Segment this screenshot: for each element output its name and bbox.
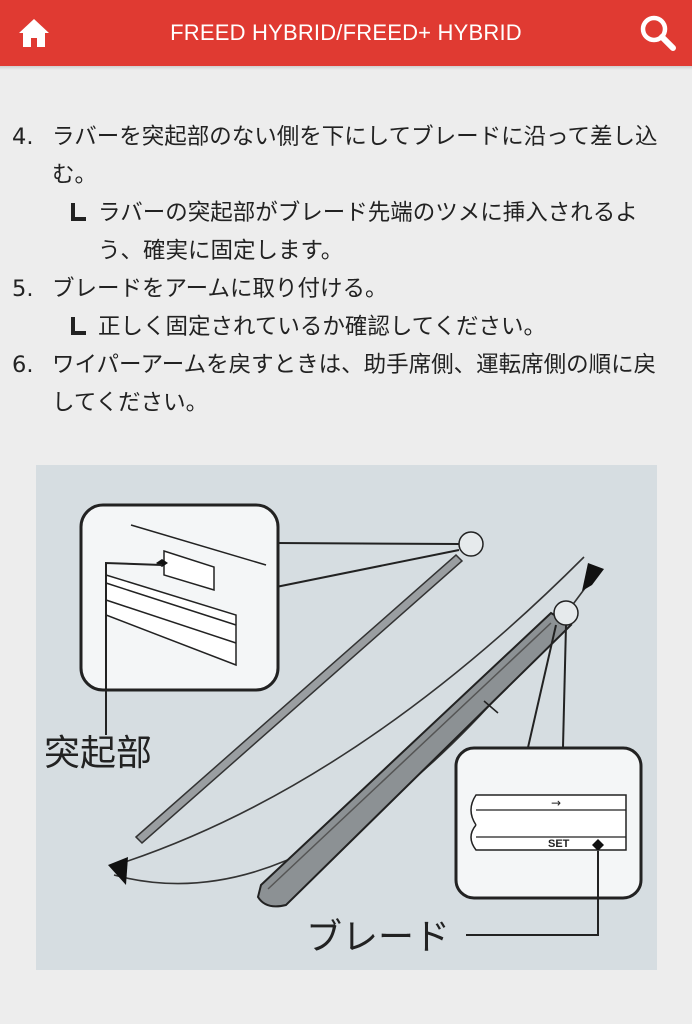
wiper-blade xyxy=(256,611,573,908)
note-text: ラバーの突起部がブレード先端のツメに挿入されるよう、確実に固定します。 xyxy=(98,200,638,264)
home-button[interactable] xyxy=(0,0,68,66)
note-text: 正しく固定されているか確認してください。 xyxy=(98,314,546,340)
step-text: ラバーを突起部のない側を下にしてブレードに沿って差し込む。 xyxy=(52,124,658,188)
step-text: ブレードをアームに取り付ける。 xyxy=(52,276,388,302)
search-icon xyxy=(640,15,676,51)
step-5-note: 正しく固定されているか確認してください。 xyxy=(0,308,670,346)
home-icon xyxy=(19,19,49,47)
step-number: 5. xyxy=(12,276,34,302)
rubber-strip xyxy=(134,553,464,845)
search-button[interactable] xyxy=(624,0,692,66)
set-mark: SET xyxy=(548,838,570,850)
blade-lock-detail-inset: → SET xyxy=(454,746,643,900)
wiper-blade-illustration: 突起部 → SET ブレード xyxy=(36,465,657,970)
arrow-mark: → xyxy=(551,796,561,810)
step-6: 6. ワイパーアームを戻すときは、助手席側、運転席側の順に戻してください。 xyxy=(0,346,672,422)
note-arrow-icon xyxy=(71,203,86,221)
step-4-note: ラバーの突起部がブレード先端のツメに挿入されるよう、確実に固定します。 xyxy=(0,194,670,270)
step-text: ワイパーアームを戻すときは、助手席側、運転席側の順に戻してください。 xyxy=(52,352,657,416)
step-number: 4. xyxy=(12,124,34,150)
header-shadow xyxy=(0,66,692,70)
step-5: 5. ブレードをアームに取り付ける。 xyxy=(0,270,672,308)
app-header: FREED HYBRID/FREED+ HYBRID xyxy=(0,0,692,66)
protrusion-label: 突起部 xyxy=(44,733,152,774)
illustration-svg: 突起部 → SET ブレード xyxy=(44,503,643,958)
callout-circle-top xyxy=(458,531,484,557)
blade-label: ブレード xyxy=(306,917,450,958)
callout-circle-blade xyxy=(553,600,579,626)
page-title: FREED HYBRID/FREED+ HYBRID xyxy=(170,20,522,45)
protrusion-detail-inset xyxy=(79,503,280,692)
step-number: 6. xyxy=(12,352,34,378)
instructions: 4. ラバーを突起部のない側を下にしてブレードに沿って差し込む。 ラバーの突起部… xyxy=(0,118,692,422)
note-arrow-icon xyxy=(71,317,86,335)
step-4: 4. ラバーを突起部のない側を下にしてブレードに沿って差し込む。 xyxy=(0,118,672,194)
